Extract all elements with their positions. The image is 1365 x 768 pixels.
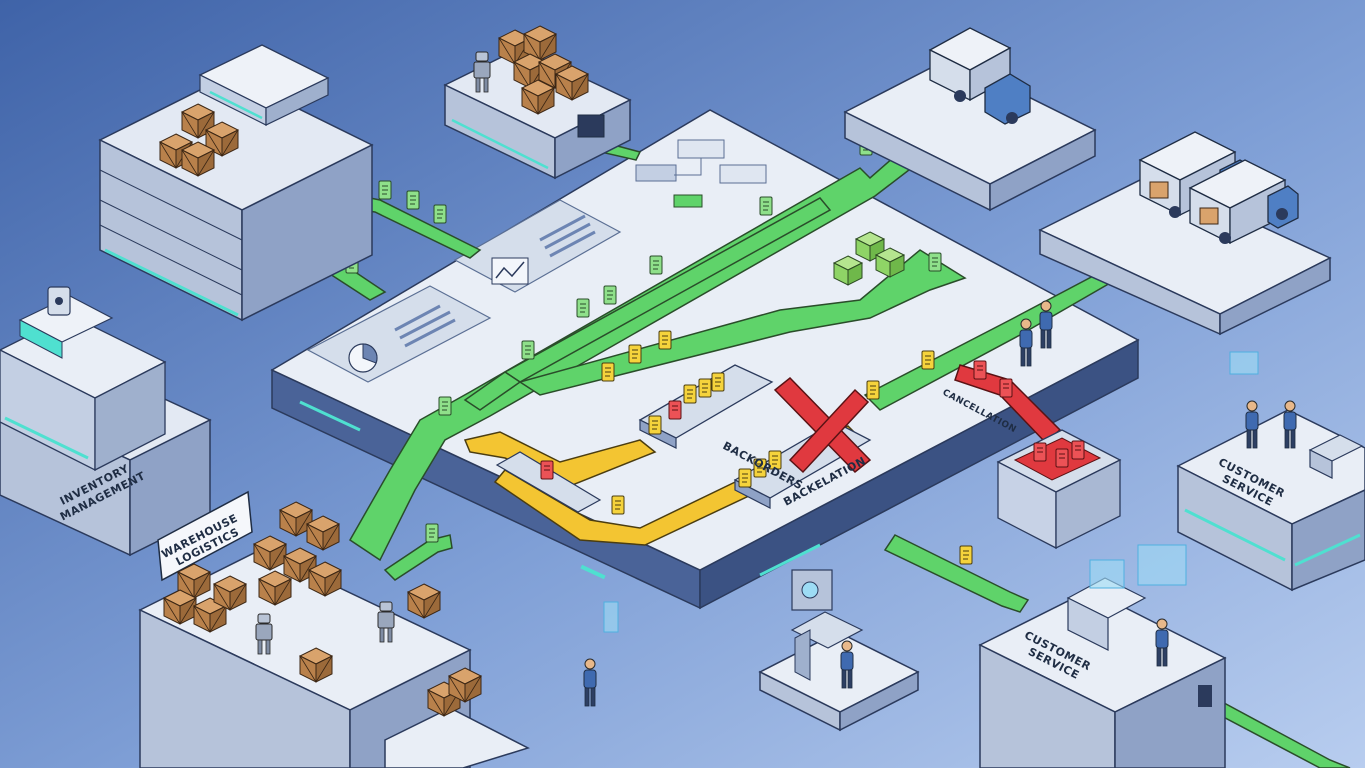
document-icon — [711, 372, 725, 392]
shipping-dock-1 — [843, 27, 1097, 212]
lower-tray — [495, 451, 602, 513]
document-icon — [648, 415, 662, 435]
customer-service-station-bottom: CUSTOMER SERVICE — [978, 544, 1227, 768]
robot-picking-station — [443, 25, 632, 180]
cancellation-x-mark-icon — [773, 376, 872, 474]
document-icon — [521, 340, 535, 360]
document-icon — [603, 285, 617, 305]
warehouse-logistics-station: WAREHOUSE LOGISTICS — [138, 490, 472, 768]
document-icon — [540, 460, 554, 480]
flow-chart-panel — [635, 139, 767, 208]
document-icon — [683, 384, 697, 404]
document-icon — [628, 344, 642, 364]
shipping-dock-2 — [1038, 131, 1332, 336]
inventory-management-station: INVENTORY MANAGEMENT — [0, 286, 212, 557]
bar-chart-icon — [491, 257, 529, 285]
document-icon — [973, 360, 987, 380]
document-icon — [759, 196, 773, 216]
cancellation-bin — [996, 429, 1122, 550]
dashboard-panel-bars — [453, 199, 622, 293]
document-icon — [433, 204, 447, 224]
document-icon — [425, 523, 439, 543]
document-icon — [649, 255, 663, 275]
document-icon — [668, 400, 682, 420]
dashboard-panel-pie — [306, 285, 492, 383]
customer-service-station-right: CUSTOMER SERVICE — [1176, 351, 1365, 592]
inventory-server-stack — [98, 44, 374, 322]
document-icon — [921, 350, 935, 370]
document-icon — [928, 252, 942, 272]
outbound-crate-platform — [384, 667, 530, 768]
document-icon — [959, 545, 973, 565]
document-icon — [999, 378, 1013, 398]
document-icon — [378, 180, 392, 200]
document-icon — [866, 380, 880, 400]
document-icon — [406, 190, 420, 210]
holo-screen — [603, 601, 619, 633]
document-icon — [601, 362, 615, 382]
document-icon — [738, 468, 752, 488]
truck-icon — [928, 27, 1031, 125]
document-icon — [611, 495, 625, 515]
truck-icon — [1188, 159, 1299, 245]
document-icon — [698, 378, 712, 398]
document-icon — [576, 298, 590, 318]
self-service-kiosk — [758, 569, 920, 732]
document-icon — [658, 330, 672, 350]
document-icon — [438, 396, 452, 416]
